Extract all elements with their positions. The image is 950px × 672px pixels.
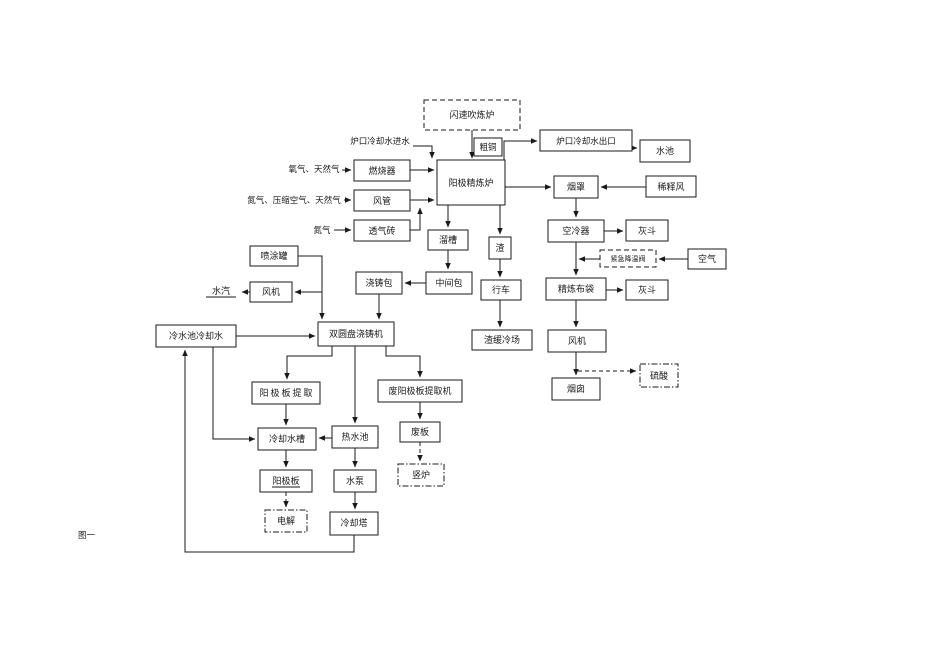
connectors [182,130,688,553]
disc-casting-machine-label: 双圆盘浇铸机 [329,328,383,339]
crane-box [480,279,522,301]
shaft-furnace-label: 竖炉 [412,469,430,480]
air-cooler-box [547,219,605,243]
connector-casting-to-extraction [284,346,333,380]
permeable-brick-label: 透气砖 [368,225,395,236]
casting-ladle-box [355,271,403,295]
ash-hopper-bottom-box [625,279,669,301]
emergency-cooling-valve-label: 紧急降温阀 [611,254,646,263]
crude-copper-box [473,137,503,157]
cold-water-pool-box [155,324,237,348]
spray-tank-box [249,245,299,267]
burner-box [353,159,411,182]
water-pump-box [333,469,377,493]
connector-furnace-to-outlet [503,138,538,160]
dilution-air-label: 稀释风 [657,181,684,192]
cooling-water-outlet-label: 炉口冷却水出口 [556,136,616,146]
tundish-label: 中间包 [435,277,462,288]
slag-label: 渣 [495,242,504,253]
chute-box [427,229,469,251]
ash-hopper-top-box [625,219,669,242]
cold-water-pool-label: 冷水池冷却水 [169,330,223,341]
anode-refining-furnace-label: 阳极精炼炉 [448,177,493,188]
air-duct-label: 风管 [373,195,391,206]
cooling-water-tank-box [257,427,317,451]
cooling-tower-label: 冷却塔 [340,517,367,528]
burner-label: 燃烧器 [368,165,395,176]
air-label: 空气 [698,253,716,264]
slag-cooling-yard-label: 渣缓冷场 [484,334,520,345]
air-box [687,248,727,270]
ash-hopper-bottom-label: 灰斗 [638,284,656,295]
permeable-brick-box [353,219,411,242]
anode-plate-extraction-box [251,381,321,405]
chute-label: 溜槽 [439,234,457,245]
water-pool-box [639,139,691,163]
slag-box [488,236,512,260]
dilution-air-box [645,175,697,198]
connector-tower-to-coldpool [182,349,355,553]
water-vapor-label: 水汽 [212,285,230,296]
smoke-hood-box [553,175,599,199]
fan-right-box [547,329,607,353]
nitrogen-compressed-air-label: 氮气、压缩空气、天然气 [247,195,341,205]
cooling-water-tank-label: 冷却水槽 [269,433,305,444]
connector-brick-to-furnace [410,207,423,231]
nitrogen-label: 氮气 [313,225,331,235]
disc-casting-machine-box [317,321,395,347]
air-cooler-label: 空冷器 [562,225,589,236]
connector-inlet-to-furnace [413,145,435,159]
electrolysis-label: 电解 [277,515,295,526]
flash-converting-furnace-box [423,99,521,131]
electrolysis-box [264,509,308,533]
crane-label: 行车 [492,284,510,295]
hot-water-pool-box [331,425,379,449]
waste-anode-extractor-label: 废阳极板提取机 [388,385,451,396]
anode-plate-extraction-label: 阳极板提取 [259,387,314,398]
crude-copper-label: 粗铜 [479,142,496,152]
connector-casting-to-wasteextractor [385,346,423,378]
water-pump-label: 水泵 [346,475,364,486]
anode-plate-label: 阳极板 [272,475,299,486]
flash-converting-furnace-label: 闪速吹炼炉 [449,109,494,120]
smoke-hood-label: 烟罩 [567,181,585,192]
slag-cooling-yard-box [471,329,533,351]
water-pool-label: 水池 [656,145,674,156]
shaft-furnace-box [397,463,445,487]
chimney-label: 烟囱 [567,383,585,394]
spray-tank-label: 喷涂罐 [260,250,287,261]
node-boxes [155,99,727,536]
fan-left-box [249,281,293,303]
cooling-water-inlet-label: 炉口冷却水进水 [350,136,410,146]
casting-ladle-label: 浇铸包 [365,277,392,288]
cooling-tower-box [329,511,379,536]
node-labels: 闪速吹炼炉 炉口冷却水进水 粗铜 炉口冷却水出口 水池 氧气、天然气 燃烧器 阳… [78,109,716,540]
hot-water-pool-label: 热水池 [341,431,368,442]
sulfuric-acid-label: 硫酸 [650,370,668,381]
anode-refining-furnace-box [436,159,506,206]
emergency-cooling-valve-box [599,249,657,268]
connector-coldpool-to-tank [212,347,256,442]
connector-spray-to-casting [298,255,325,320]
sulfuric-acid-box [639,363,679,388]
waste-anode-extractor-box [377,379,463,403]
oxygen-natural-gas-label: 氧气、天然气 [288,164,340,174]
waste-plate-box [399,421,441,443]
waste-plate-label: 废板 [411,426,429,437]
ash-hopper-top-label: 灰斗 [638,225,656,236]
air-duct-box [353,189,411,212]
figure-caption: 图一 [78,530,96,540]
cooling-water-outlet-box [539,129,633,152]
fan-right-label: 风机 [568,335,586,346]
chimney-box [551,377,601,401]
refining-baghouse-box [545,277,607,301]
tundish-box [425,271,473,295]
fan-left-label: 风机 [262,286,280,297]
refining-baghouse-label: 精炼布袋 [558,283,594,294]
